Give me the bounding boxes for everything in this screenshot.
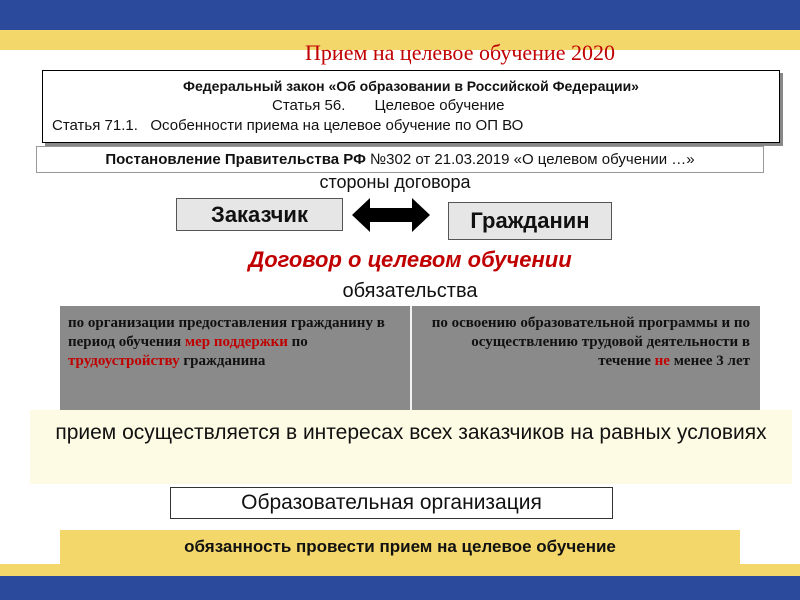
- obligation-right-text-1: по освоению образовательной программы и …: [431, 315, 750, 369]
- duty-bar: обязанность провести прием на целевое об…: [60, 530, 740, 564]
- obligations-label: обязательства: [342, 280, 478, 302]
- contract-title: Договор о целевом обучении: [248, 247, 572, 272]
- top-yellow-band: [0, 30, 800, 50]
- interest-note: прием осуществляется в интересах всех за…: [30, 410, 792, 484]
- obligation-left-text-1: по организации предоставления гражданину…: [68, 315, 385, 350]
- bottom-yellow-band: [0, 564, 800, 576]
- law-article-71: Статья 71.1. Особенности приема на целев…: [52, 117, 524, 134]
- obligation-customer-cell: по организации предоставления гражданину…: [60, 306, 408, 410]
- decree-box: Постановление Правительства РФ №302 от 2…: [36, 146, 764, 173]
- obligation-left-text-2: по: [287, 334, 308, 350]
- party-citizen-box: Гражданин: [448, 202, 612, 240]
- parties-label-wrap: стороны договора: [0, 171, 800, 193]
- parties-label: стороны договора: [319, 172, 471, 192]
- edu-org-box: Образовательная организация: [170, 487, 613, 519]
- party-customer-box: Заказчик: [176, 198, 343, 231]
- law-title: Федеральный закон «Об образовании в Росс…: [183, 78, 639, 94]
- top-blue-band: [0, 0, 800, 30]
- obligation-left-red-1: мер поддержки: [184, 334, 288, 350]
- obligation-citizen-cell: по освоению образовательной программы и …: [410, 306, 760, 410]
- double-arrow-icon: [352, 198, 430, 232]
- obligation-right-text-2: менее 3 лет: [669, 353, 750, 369]
- slide-title: Прием на целевое обучение 2020: [305, 40, 615, 65]
- law-box: [42, 70, 780, 143]
- bottom-blue-band: [0, 576, 800, 600]
- obligation-left-red-2: трудоустройству: [68, 353, 180, 369]
- decree-bold: Постановление Правительства РФ: [105, 151, 371, 168]
- law-article-56: Статья 56. Целевое обучение: [272, 97, 505, 114]
- obligation-left-text-3: гражданина: [179, 353, 266, 369]
- decree-rest: №302 от 21.03.2019 «О целевом обучении ……: [370, 151, 695, 168]
- obligation-right-red-1: не: [654, 353, 670, 369]
